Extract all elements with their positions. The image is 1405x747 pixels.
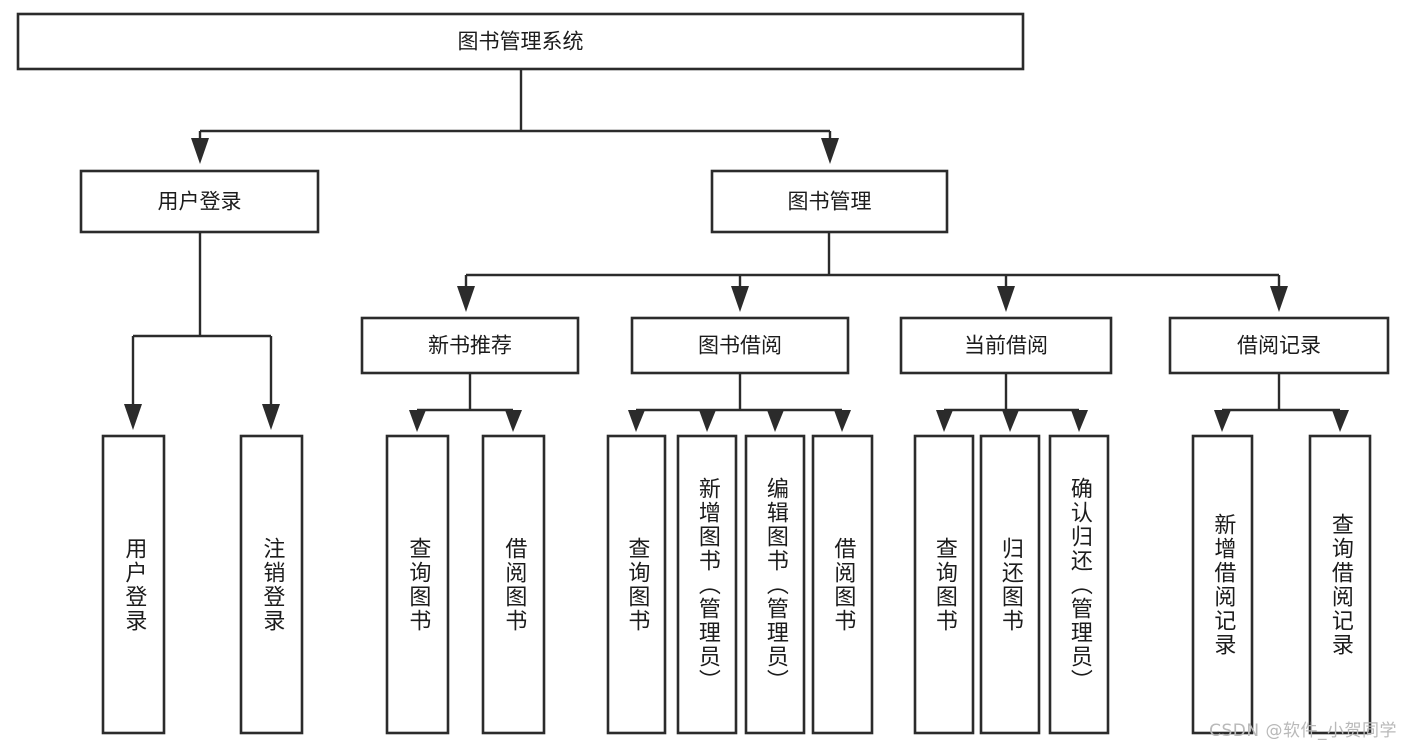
node-label-user-login: 用户登录: [158, 190, 242, 214]
connector-bookmgmt-to-level2: [457, 232, 1288, 312]
arrow-head-icon: [191, 138, 209, 164]
node-box-user-login[interactable]: [101, 434, 166, 735]
arrow-head-icon: [124, 404, 142, 430]
node-label-book-management: 图书管理: [788, 190, 872, 214]
node-box-confirm-return-admin[interactable]: [1048, 434, 1110, 735]
arrow-head-icon: [409, 410, 426, 432]
node-box-query-books[interactable]: [913, 434, 975, 735]
arrow-head-icon: [628, 410, 645, 432]
arrow-head-icon: [505, 410, 522, 432]
node-box-add-borrow-record[interactable]: [1191, 434, 1254, 735]
arrow-head-icon: [821, 138, 839, 164]
node-box-borrow-books[interactable]: [481, 434, 546, 735]
connector-userlogin-to-leaves: [124, 232, 280, 430]
arrow-head-icon: [997, 286, 1015, 312]
node-box-query-books[interactable]: [385, 434, 450, 735]
arrow-head-icon: [1071, 410, 1088, 432]
node-box-logout[interactable]: [239, 434, 304, 735]
arrow-head-icon: [936, 410, 953, 432]
arrow-head-icon: [767, 410, 784, 432]
arrow-head-icon: [1002, 410, 1019, 432]
node-box-query-borrow-record[interactable]: [1308, 434, 1372, 735]
connector-borrow-to-leaves: [628, 373, 851, 432]
node-box-return-books[interactable]: [979, 434, 1041, 735]
node-box-query-books[interactable]: [606, 434, 667, 735]
connector-current-to-leaves: [936, 373, 1088, 432]
node-box-book-borrowing[interactable]: [630, 316, 850, 375]
node-box-add-book-admin[interactable]: [676, 434, 738, 735]
node-box-edit-book-admin[interactable]: [744, 434, 806, 735]
node-label-library-management-system: 图书管理系统: [458, 30, 584, 54]
node-label-current-borrowing: 当前借阅: [964, 334, 1048, 358]
arrow-head-icon: [731, 286, 749, 312]
arrow-head-icon: [834, 410, 851, 432]
node-boxes-layer: [16, 12, 1390, 735]
node-box-book-management[interactable]: [710, 169, 949, 234]
node-box-user-login[interactable]: [79, 169, 320, 234]
arrow-head-icon: [1270, 286, 1288, 312]
node-box-borrow-books[interactable]: [811, 434, 874, 735]
node-label-borrowing-records: 借阅记录: [1237, 334, 1321, 358]
node-label-book-borrowing: 图书借阅: [698, 334, 782, 358]
node-box-library-management-system[interactable]: [16, 12, 1025, 71]
connector-records-to-leaves: [1214, 373, 1349, 432]
node-box-borrowing-records[interactable]: [1168, 316, 1390, 375]
connector-newbook-to-leaves: [409, 373, 522, 432]
arrow-head-icon: [262, 404, 280, 430]
node-box-current-borrowing[interactable]: [899, 316, 1113, 375]
arrow-head-icon: [1332, 410, 1349, 432]
arrow-head-icon: [1214, 410, 1231, 432]
arrow-head-icon: [457, 286, 475, 312]
watermark-text: CSDN @软件_小贺同学: [1209, 721, 1397, 741]
node-label-new-book-recommendation: 新书推荐: [428, 334, 512, 358]
node-box-new-book-recommendation[interactable]: [360, 316, 580, 375]
arrow-head-icon: [699, 410, 716, 432]
connector-root-to-level1: [191, 69, 839, 164]
